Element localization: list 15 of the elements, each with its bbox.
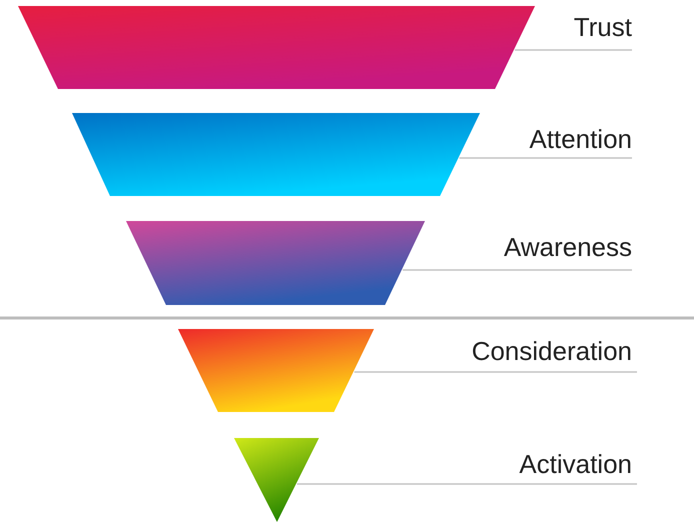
stage-label: Activation <box>519 449 632 479</box>
funnel-triangle <box>234 438 319 522</box>
funnel-segment <box>126 221 425 305</box>
leader-line <box>354 371 637 373</box>
leader-line <box>297 483 637 485</box>
leader-line <box>402 269 632 271</box>
leader-line <box>514 49 632 51</box>
stage-label: Consideration <box>472 336 632 366</box>
funnel-segment <box>18 6 535 89</box>
leader-line <box>459 157 632 159</box>
stage-label: Attention <box>529 124 632 154</box>
stage-label: Trust <box>574 12 632 42</box>
stage-label: Awareness <box>504 232 632 262</box>
funnel-segment <box>72 113 480 196</box>
funnel-segment <box>178 329 374 412</box>
